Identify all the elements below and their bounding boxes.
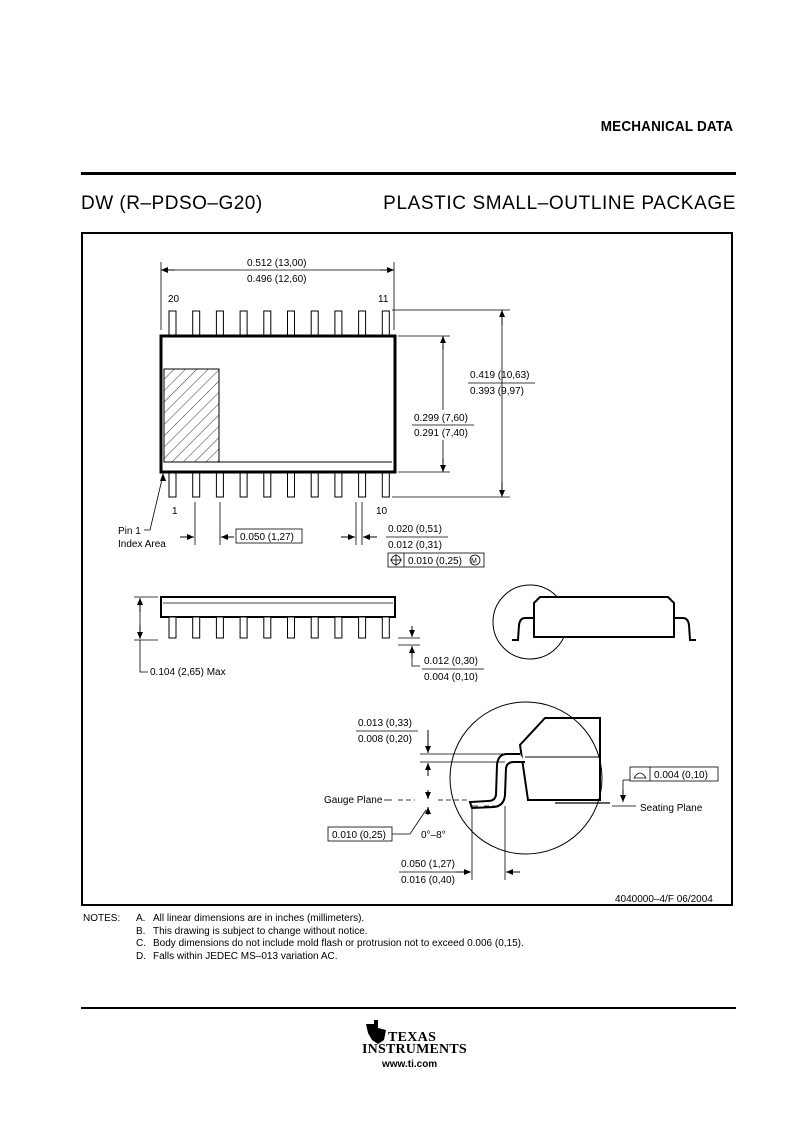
lead xyxy=(192,310,201,337)
pin-label-11: 11 xyxy=(378,294,389,305)
footer-rule xyxy=(81,1007,736,1009)
lead xyxy=(263,471,272,498)
lead xyxy=(381,616,390,639)
lead xyxy=(334,471,343,498)
lead xyxy=(263,616,272,639)
lead xyxy=(239,616,248,639)
foot-length-max: 0.050 (1,27) xyxy=(401,859,455,870)
section-title: MECHANICAL DATA xyxy=(600,118,733,135)
ti-logo-icon xyxy=(366,1020,386,1044)
lead xyxy=(215,310,224,337)
side-view: 0.104 (2,65) Max 0.012 (0,30) 0.004 (0,1… xyxy=(134,596,484,683)
note-item: D.Falls within JEDEC MS–013 variation AC… xyxy=(136,950,338,962)
lead xyxy=(287,310,295,337)
lead xyxy=(215,471,224,498)
top-view: 0.512 (13,00) 0.496 (12,60) 20 11 1 10 0… xyxy=(118,258,535,568)
lead xyxy=(263,310,272,337)
lead-width-max: 0.020 (0,51) xyxy=(388,524,442,535)
note-item: C.Body dimensions do not include mold fl… xyxy=(136,938,524,949)
lead-width-min: 0.012 (0,31) xyxy=(388,540,442,551)
drawing-frame xyxy=(81,232,733,906)
lead xyxy=(358,616,367,639)
lead xyxy=(334,616,343,639)
standoff-min: 0.004 (0,10) xyxy=(424,672,478,683)
lead-thickness-max: 0.013 (0,33) xyxy=(358,718,412,729)
lead xyxy=(310,310,319,337)
coplanarity-icon xyxy=(633,772,647,779)
package-code: DW (R–PDSO–G20) xyxy=(81,193,263,214)
angle-label: 0°–8° xyxy=(421,830,446,841)
lead xyxy=(168,616,177,639)
lead xyxy=(215,616,224,639)
note-item: A.All linear dimensions are in inches (m… xyxy=(136,913,365,924)
pin1-index-area xyxy=(163,368,220,463)
lead xyxy=(310,616,319,639)
end-view xyxy=(492,584,696,660)
gauge-plane-label: Gauge Plane xyxy=(324,795,383,806)
body-width-min: 0.291 (7,40) xyxy=(414,428,468,439)
gauge-dim: 0.010 (0,25) xyxy=(332,830,386,841)
lead xyxy=(381,471,390,498)
lead xyxy=(334,310,343,337)
lead xyxy=(287,471,295,498)
drawing-number: 4040000–4/F 06/2004 xyxy=(615,894,713,905)
pin1-label: Pin 1 xyxy=(118,526,141,537)
notes-label: NOTES: xyxy=(83,913,121,924)
detail-view: 0.013 (0,33) 0.008 (0,20) Gauge Plane 0.… xyxy=(324,701,719,886)
overall-width-max: 0.419 (10,63) xyxy=(470,370,530,381)
standoff-max: 0.012 (0,30) xyxy=(424,656,478,667)
note-item: B.This drawing is subject to change with… xyxy=(136,925,368,937)
foot-length-min: 0.016 (0,40) xyxy=(401,875,455,886)
height-max: 0.104 (2,65) Max xyxy=(150,667,226,678)
top-leads xyxy=(168,310,390,337)
lead xyxy=(358,471,367,498)
lead xyxy=(168,310,177,337)
lead xyxy=(310,471,319,498)
length-max: 0.512 (13,00) xyxy=(247,258,307,269)
length-min: 0.496 (12,60) xyxy=(247,274,307,285)
mmc-icon xyxy=(469,554,481,566)
overall-width-min: 0.393 (9,97) xyxy=(470,386,524,397)
logo-text-instruments: INSTRUMENTS xyxy=(362,1042,467,1057)
side-body xyxy=(160,596,396,618)
position-tolerance: 0.010 (0,25) xyxy=(408,556,462,567)
logo-text-texas: TEXAS xyxy=(388,1030,437,1045)
footer-url: www.ti.com xyxy=(382,1059,438,1070)
coplanarity-dim: 0.004 (0,10) xyxy=(654,770,708,781)
lead xyxy=(192,616,201,639)
pin-label-20: 20 xyxy=(168,294,180,305)
lead xyxy=(168,471,177,498)
lead-thickness-min: 0.008 (0,20) xyxy=(358,734,412,745)
pin-label-1: 1 xyxy=(172,506,178,517)
lead xyxy=(287,616,295,639)
lead xyxy=(239,310,248,337)
pitch-dim: 0.050 (1,27) xyxy=(240,532,294,543)
index-area-label: Index Area xyxy=(118,539,166,550)
pin-label-10: 10 xyxy=(376,506,388,517)
header-rule xyxy=(81,172,736,175)
seating-plane-label: Seating Plane xyxy=(640,803,703,814)
package-name: PLASTIC SMALL–OUTLINE PACKAGE xyxy=(383,193,736,214)
body-width-max: 0.299 (7,60) xyxy=(414,413,468,424)
lead xyxy=(381,310,390,337)
bottom-leads xyxy=(168,471,390,498)
lead xyxy=(358,310,367,337)
mmc-label: M xyxy=(471,558,477,565)
lead xyxy=(192,471,201,498)
lead xyxy=(239,471,248,498)
side-leads xyxy=(168,616,390,639)
